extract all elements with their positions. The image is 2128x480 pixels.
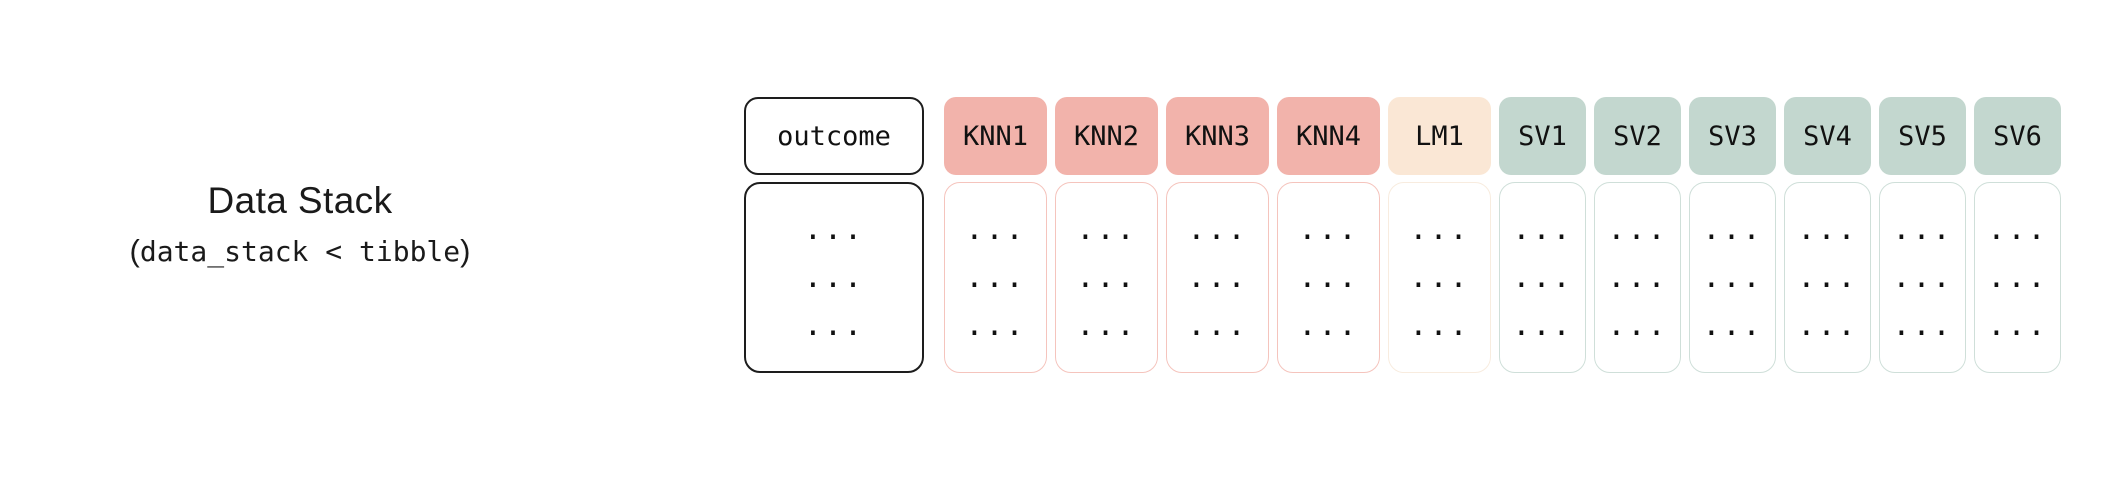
column-header-knn3[interactable]: KNN3 xyxy=(1166,97,1269,175)
column-body-sv6: ......... xyxy=(1974,182,2061,373)
table-row: ... xyxy=(1298,211,1359,247)
table-row: ... xyxy=(965,211,1026,247)
column-body-knn1: ......... xyxy=(944,182,1047,373)
table-row: ... xyxy=(1607,307,1668,343)
column-body-knn3: ......... xyxy=(1166,182,1269,373)
table-row: ... xyxy=(1797,307,1858,343)
data-stack-table: outcome.........KNN1.........KNN2.......… xyxy=(744,97,2061,373)
table-row: ... xyxy=(1298,259,1359,295)
subtitle-close-paren: ) xyxy=(460,232,471,268)
table-row: ... xyxy=(1797,211,1858,247)
column-header-sv1[interactable]: SV1 xyxy=(1499,97,1586,175)
table-row: ... xyxy=(1797,259,1858,295)
column-body-sv4: ......... xyxy=(1784,182,1871,373)
table-column-sv4: SV4......... xyxy=(1784,97,1871,373)
table-row: ... xyxy=(1512,259,1573,295)
table-row: ... xyxy=(1409,259,1470,295)
table-column-sv3: SV3......... xyxy=(1689,97,1776,373)
column-body-sv3: ......... xyxy=(1689,182,1776,373)
table-column-outcome: outcome......... xyxy=(744,97,924,373)
subtitle-code: data_stack < tibble xyxy=(139,234,461,268)
table-row: ... xyxy=(1702,211,1763,247)
column-body-lm1: ......... xyxy=(1388,182,1491,373)
column-body-outcome: ......... xyxy=(744,182,924,373)
data-stack-label-block: Data Stack (data_stack < tibble) xyxy=(0,180,600,268)
table-column-knn2: KNN2......... xyxy=(1055,97,1158,373)
table-column-knn4: KNN4......... xyxy=(1277,97,1380,373)
column-header-knn4[interactable]: KNN4 xyxy=(1277,97,1380,175)
table-row: ... xyxy=(803,259,865,295)
table-row: ... xyxy=(1607,259,1668,295)
table-row: ... xyxy=(1892,259,1953,295)
table-column-sv1: SV1......... xyxy=(1499,97,1586,373)
column-header-sv4[interactable]: SV4 xyxy=(1784,97,1871,175)
column-header-outcome[interactable]: outcome xyxy=(744,97,924,175)
table-row: ... xyxy=(1187,211,1248,247)
table-row: ... xyxy=(1702,259,1763,295)
table-row: ... xyxy=(1512,211,1573,247)
table-row: ... xyxy=(1298,307,1359,343)
table-row: ... xyxy=(1187,259,1248,295)
table-column-knn3: KNN3......... xyxy=(1166,97,1269,373)
table-row: ... xyxy=(1607,211,1668,247)
column-header-knn1[interactable]: KNN1 xyxy=(944,97,1047,175)
column-body-sv1: ......... xyxy=(1499,182,1586,373)
table-column-sv5: SV5......... xyxy=(1879,97,1966,373)
column-header-sv6[interactable]: SV6 xyxy=(1974,97,2061,175)
table-row: ... xyxy=(1702,307,1763,343)
column-header-sv2[interactable]: SV2 xyxy=(1594,97,1681,175)
table-row: ... xyxy=(1076,307,1137,343)
table-row: ... xyxy=(1987,259,2048,295)
table-row: ... xyxy=(1892,307,1953,343)
table-row: ... xyxy=(965,307,1026,343)
table-column-knn1: KNN1......... xyxy=(944,97,1047,373)
column-header-lm1[interactable]: LM1 xyxy=(1388,97,1491,175)
table-column-sv2: SV2......... xyxy=(1594,97,1681,373)
table-column-sv6: SV6......... xyxy=(1974,97,2061,373)
table-row: ... xyxy=(803,307,865,343)
table-row: ... xyxy=(1892,211,1953,247)
table-row: ... xyxy=(1512,307,1573,343)
column-body-sv5: ......... xyxy=(1879,182,1966,373)
table-row: ... xyxy=(1987,211,2048,247)
table-row: ... xyxy=(1987,307,2048,343)
table-row: ... xyxy=(1409,211,1470,247)
subtitle-open-paren: ( xyxy=(129,232,140,268)
column-header-sv5[interactable]: SV5 xyxy=(1879,97,1966,175)
column-body-knn4: ......... xyxy=(1277,182,1380,373)
table-row: ... xyxy=(1187,307,1248,343)
column-body-knn2: ......... xyxy=(1055,182,1158,373)
table-row: ... xyxy=(1409,307,1470,343)
table-column-lm1: LM1......... xyxy=(1388,97,1491,373)
page-title: Data Stack xyxy=(207,180,393,221)
column-header-knn2[interactable]: KNN2 xyxy=(1055,97,1158,175)
table-row: ... xyxy=(965,259,1026,295)
column-header-sv3[interactable]: SV3 xyxy=(1689,97,1776,175)
table-row: ... xyxy=(1076,259,1137,295)
table-row: ... xyxy=(803,211,865,247)
column-body-sv2: ......... xyxy=(1594,182,1681,373)
table-row: ... xyxy=(1076,211,1137,247)
diagram-subtitle: (data_stack < tibble) xyxy=(0,232,600,268)
